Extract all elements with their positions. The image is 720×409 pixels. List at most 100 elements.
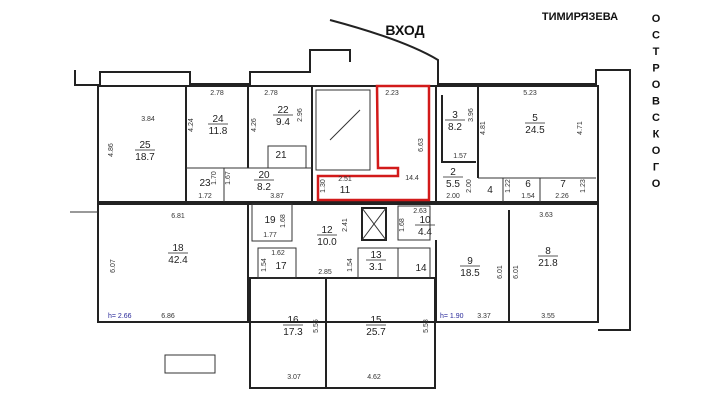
room-number: 15: [370, 315, 382, 326]
room-number: 9: [467, 256, 473, 267]
room-dimension: 6.86: [161, 313, 175, 320]
street-side-letter: Г: [653, 162, 660, 174]
street-top-label: ТИМИРЯЗЕВА: [542, 11, 618, 23]
room-area: 9.4: [276, 117, 290, 128]
room-dimension: 6.07: [110, 259, 117, 273]
room-number: 3: [452, 110, 458, 121]
room-dimension: 1.62: [271, 250, 285, 257]
walls: [70, 19, 631, 389]
room-dimension: 3.55: [541, 313, 555, 320]
room-number: 16: [287, 315, 299, 326]
room-number: 13: [370, 250, 382, 261]
room-dimension: 4.24: [188, 118, 195, 132]
room-dimension: 1.22: [505, 179, 512, 193]
room-dimension: 6.01: [513, 265, 520, 279]
room-number: 10: [419, 215, 431, 226]
room-dimension: 1.70: [211, 171, 218, 185]
room-dimension: 2.41: [342, 218, 349, 232]
room-dimension: 2.00: [446, 193, 460, 200]
room-dimension: 6.63: [418, 138, 425, 152]
room-number: 8: [545, 246, 551, 257]
room-dimension: 1.30: [320, 179, 327, 193]
room-area: 8.2: [448, 122, 462, 133]
street-side-letter: С: [652, 112, 660, 124]
room-number: 2: [450, 167, 456, 178]
ceiling-height-left: h= 2.66: [108, 313, 132, 320]
room-area: 17.3: [283, 327, 303, 338]
room-area: 3.1: [369, 262, 383, 273]
room-area: 4.4: [418, 227, 432, 238]
room-number: 24: [212, 114, 224, 125]
room-dimension: 14.4: [405, 175, 419, 182]
room-number: 18: [172, 243, 184, 254]
room-dimension: 3.07: [287, 374, 301, 381]
room-dimension: 1.68: [399, 218, 406, 232]
room-area: 42.4: [168, 255, 188, 266]
room-dimension: 4.71: [577, 121, 584, 135]
street-side-letter: С: [652, 30, 660, 42]
room-area: 25.7: [366, 327, 386, 338]
room-number: 21: [275, 150, 287, 161]
room-dimension: 2.85: [318, 269, 332, 276]
room-dimension: 4.81: [480, 121, 487, 135]
room-dimension: 1.67: [225, 171, 232, 185]
room-number: 12: [321, 225, 333, 236]
room-dimension: 1.54: [521, 193, 535, 200]
room-dimension: 1.68: [280, 214, 287, 228]
room-number: 17: [275, 261, 287, 272]
room-dimension: 5.55: [313, 319, 320, 333]
room-dimension: 5.23: [523, 90, 537, 97]
room-dimension: 3.84: [141, 116, 155, 123]
room-dimension: 3.96: [468, 108, 475, 122]
room-dimension: 2.00: [466, 179, 473, 193]
room-number: 25: [139, 140, 151, 151]
room-dimension: 5.58: [423, 319, 430, 333]
street-side-letter: О: [652, 145, 661, 157]
room-dimension: 1.57: [453, 153, 467, 160]
room-dimension: 4.62: [367, 374, 381, 381]
street-side-letter: В: [652, 96, 660, 108]
room-area: 18.5: [460, 268, 480, 279]
room-area: 24.5: [525, 125, 545, 136]
street-side-letter: Т: [653, 46, 660, 58]
room-dimension: 4.86: [108, 143, 115, 157]
room-dimension: 4.26: [251, 118, 258, 132]
room-area: 8.2: [257, 182, 271, 193]
room-area: 18.7: [135, 152, 155, 163]
room-number: 14: [415, 263, 427, 274]
street-side-letter: О: [652, 13, 661, 25]
room-dimension: 3.63: [539, 212, 553, 219]
room-number: 23: [199, 178, 211, 189]
room-area: 21.8: [538, 258, 558, 269]
street-side-letter: О: [652, 79, 661, 91]
entrance-label: ВХОД: [385, 22, 424, 38]
room-dimension: 2.78: [264, 90, 278, 97]
highlighted-room-outline: [316, 84, 431, 202]
street-side-letter: Р: [652, 63, 659, 75]
room-dimension: 3.37: [477, 313, 491, 320]
room-dimension: 2.23: [385, 90, 399, 97]
room-dimension: 6.81: [171, 213, 185, 220]
street-side-letter: О: [652, 178, 661, 190]
street-side-letter: К: [653, 129, 660, 141]
room-number: 7: [560, 179, 566, 190]
room-number: 22: [277, 105, 289, 116]
room-dimension: 6.01: [497, 265, 504, 279]
rooms: 2518.73.844.862411.82.784.24229.42.784.2…: [108, 90, 587, 381]
room-dimension: 3.87: [270, 193, 284, 200]
room-dimension: 1.23: [580, 179, 587, 193]
room-number: 11: [340, 185, 351, 196]
room-dimension: 2.63: [413, 208, 427, 215]
room-dimension: 1.72: [198, 193, 212, 200]
ceiling-height-right: h= 1.90: [440, 313, 464, 320]
room-area: 10.0: [317, 237, 337, 248]
room-dimension: 2.26: [555, 193, 569, 200]
room-area: 5.5: [446, 179, 460, 190]
room-number: 5: [532, 113, 538, 124]
room-dimension: 2.96: [297, 108, 304, 122]
room-dimension: 2.78: [210, 90, 224, 97]
room-number: 6: [525, 179, 531, 190]
room-number: 20: [258, 170, 270, 181]
